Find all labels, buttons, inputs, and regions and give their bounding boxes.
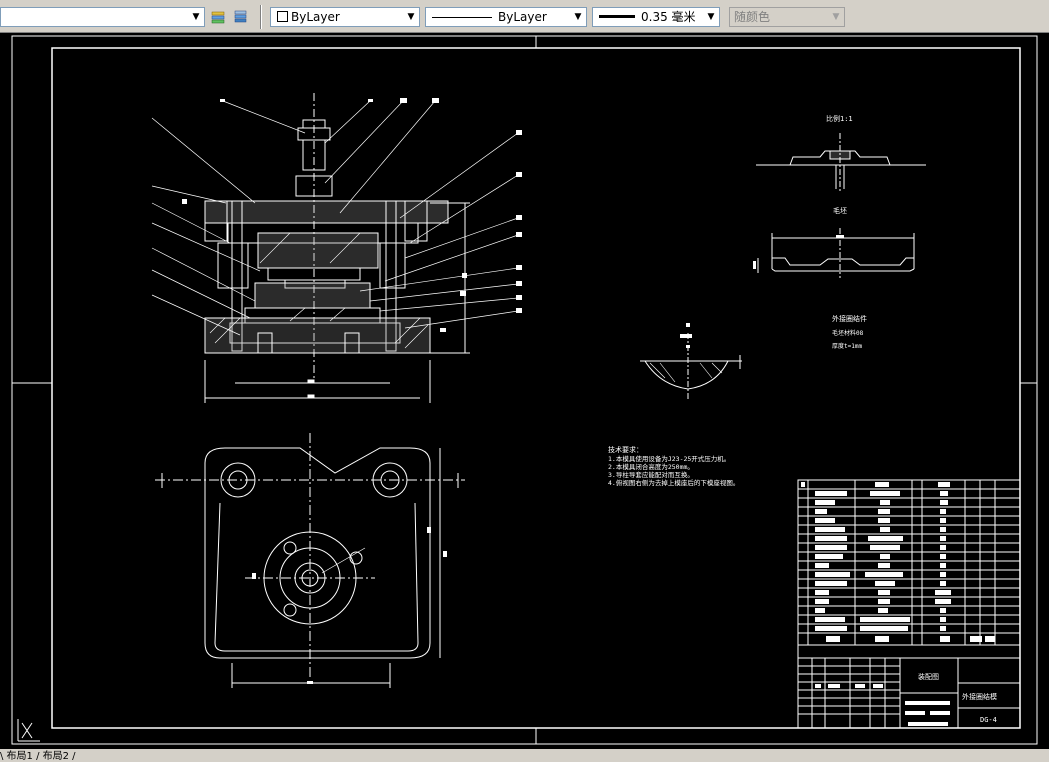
balloon-labels (182, 98, 522, 332)
layer-properties-icon[interactable] (210, 9, 228, 25)
properties-toolbar: ▼ ByLayer ▼ ByLayer ▼ 0.35 毫米 ▼ 随颜色 ▼ (0, 0, 1049, 33)
layout-tabs-bar: \ 布局1 / 布局2 / (0, 749, 1049, 762)
linetype-combo[interactable]: ByLayer ▼ (425, 7, 587, 27)
tech-req-line-3: 3.导柱导套应能配对而互换。 (608, 470, 694, 479)
layer-combo[interactable]: ▼ (0, 7, 205, 27)
chevron-down-icon[interactable]: ▼ (192, 12, 200, 22)
chevron-down-icon[interactable]: ▼ (707, 12, 715, 22)
plan-view (155, 433, 465, 688)
plotstyle-value: 随颜色 (734, 10, 771, 24)
lineweight-combo[interactable]: 0.35 毫米 ▼ (592, 7, 720, 27)
scale-label: 比例1:1 (826, 114, 853, 123)
drawing-number: DG-4 (980, 716, 997, 724)
layer-states-icon[interactable] (232, 9, 250, 25)
lineweight-value: 0.35 毫米 (641, 10, 696, 24)
chevron-down-icon[interactable]: ▼ (407, 12, 415, 22)
chevron-down-icon: ▼ (832, 12, 840, 22)
blank-label: 毛坯 (833, 206, 847, 215)
drawing-type: 装配图 (918, 672, 939, 681)
detail-view (640, 333, 742, 401)
cad-drawing: 比例1:1 毛坯 外接圈结件 毛坯材料08 厚度t=1mm (11, 35, 1038, 745)
chevron-down-icon[interactable]: ▼ (574, 12, 582, 22)
color-swatch (277, 11, 288, 22)
linetype-sample (432, 17, 492, 18)
thickness-label: 厚度t=1mm (832, 342, 862, 350)
tech-req-line-2: 2.本模具闭合高度为250mm。 (608, 462, 694, 471)
part-section-view (756, 133, 926, 193)
bom-table (797, 479, 1021, 729)
lineweight-sample (599, 15, 635, 18)
bom-text-blocks (801, 482, 995, 726)
layout-tabs[interactable]: \ 布局1 / 布局2 / (0, 751, 76, 762)
color-value: ByLayer (291, 10, 340, 24)
section-view (151, 93, 519, 403)
tech-req-line-1: 1.本模具使用设备为J23-25开式压力机。 (608, 454, 730, 463)
plotstyle-combo: 随颜色 ▼ (729, 7, 845, 27)
tech-req-line-4: 4.俯视图右侧为去掉上模座后的下模座视图。 (608, 478, 739, 487)
drawing-canvas[interactable]: 比例1:1 毛坯 外接圈结件 毛坯材料08 厚度t=1mm (0, 33, 1049, 749)
paper-border (11, 35, 1038, 745)
part-title: 外接圈结件 (832, 314, 867, 323)
toolbar-separator (260, 5, 262, 29)
tech-req-title: 技术要求： (608, 445, 643, 454)
material-label: 毛坯材料08 (832, 329, 864, 337)
color-combo[interactable]: ByLayer ▼ (270, 7, 420, 27)
linetype-value: ByLayer (498, 10, 547, 24)
tech-requirements: 技术要求： 1.本模具使用设备为J23-25开式压力机。 2.本模具闭合高度为2… (608, 445, 739, 487)
part-name: 外接圈结模 (962, 692, 997, 701)
ucs-icon (17, 719, 40, 742)
